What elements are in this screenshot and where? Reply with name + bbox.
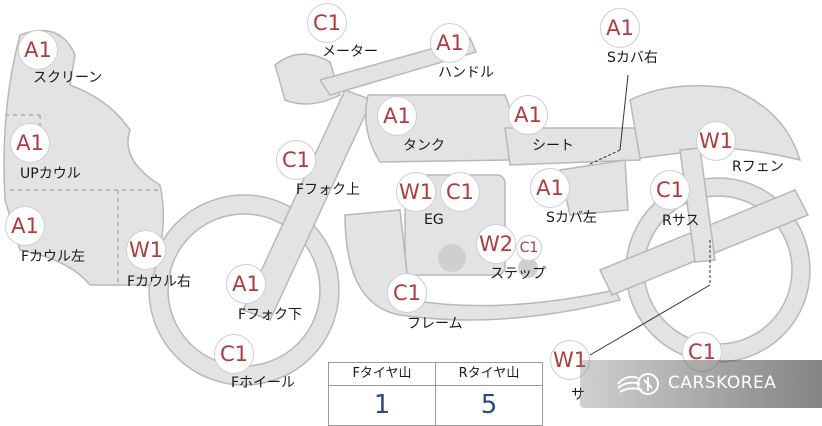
badge-eg-c: C1 — [440, 172, 480, 212]
badge-step-w: W2 — [476, 224, 516, 264]
badge-r-fender: W1 — [696, 121, 736, 161]
badge-r-sus: C1 — [650, 170, 690, 210]
table-divider — [435, 363, 436, 425]
meter — [274, 53, 341, 105]
label-f-cowl-left: Fカウル左 — [21, 249, 86, 265]
label-frame: フレーム — [407, 316, 463, 332]
badge-f-fork-lower: A1 — [226, 264, 266, 304]
rear-tire-value: 5 — [480, 390, 498, 420]
front-fork — [241, 89, 374, 321]
watermark-text: CARSKOREA — [668, 373, 777, 393]
badge-tank: A1 — [377, 96, 417, 136]
label-up-cowl: UPカウル — [20, 166, 81, 182]
badge-s-cover-right: A1 — [600, 8, 640, 48]
label-r-sus: Rサス — [662, 213, 700, 229]
label-s-cover-left: Sカバ左 — [546, 210, 597, 226]
badge-frame: C1 — [387, 273, 427, 313]
rear-shock — [679, 147, 716, 263]
side-cover — [559, 159, 629, 216]
label-meter: メーター — [322, 44, 378, 60]
label-screen: スクリーン — [33, 70, 103, 86]
badge-screen: A1 — [18, 30, 58, 70]
frame-tube — [344, 209, 622, 321]
badge-up-cowl: A1 — [10, 123, 50, 163]
label-handle: ハンドル — [438, 65, 494, 81]
badge-eg-w: W1 — [396, 172, 436, 212]
badge-seat: A1 — [508, 95, 548, 135]
carskorea-logo-icon — [617, 373, 659, 395]
label-eg: EG — [424, 212, 444, 228]
carskorea-watermark: CARSKOREA — [580, 360, 822, 408]
label-f-cowl-right: Fカウル右 — [127, 274, 192, 290]
badge-meter: C1 — [307, 3, 347, 43]
label-step: ステップ — [490, 266, 546, 282]
label-f-fork-lower: Fフォク下 — [238, 307, 303, 323]
badge-step-c: C1 — [516, 235, 542, 261]
label-s-cover-right: Sカバ右 — [607, 50, 658, 66]
seat — [504, 127, 641, 166]
badge-f-cowl-left: A1 — [5, 206, 45, 246]
front-tire-header: Fタイヤ山 — [329, 363, 435, 386]
badge-handle: A1 — [430, 23, 470, 63]
rear-tire-header: Rタイヤ山 — [436, 363, 542, 386]
badge-f-wheel: C1 — [214, 334, 254, 374]
badge-f-fork-upper: C1 — [276, 140, 316, 180]
badge-f-cowl-right: W1 — [126, 230, 166, 270]
front-tire-value: 1 — [373, 390, 391, 420]
badge-s-cover-left: A1 — [530, 168, 570, 208]
label-r-fender: Rフェン — [732, 159, 784, 175]
label-f-wheel: Fホイール — [231, 375, 296, 391]
label-tank: タンク — [403, 138, 445, 154]
label-f-fork-upper: Fフォク上 — [296, 182, 361, 198]
tire-tread-table: Fタイヤ山 Rタイヤ山 1 5 — [328, 362, 543, 426]
label-seat: シート — [532, 138, 574, 154]
